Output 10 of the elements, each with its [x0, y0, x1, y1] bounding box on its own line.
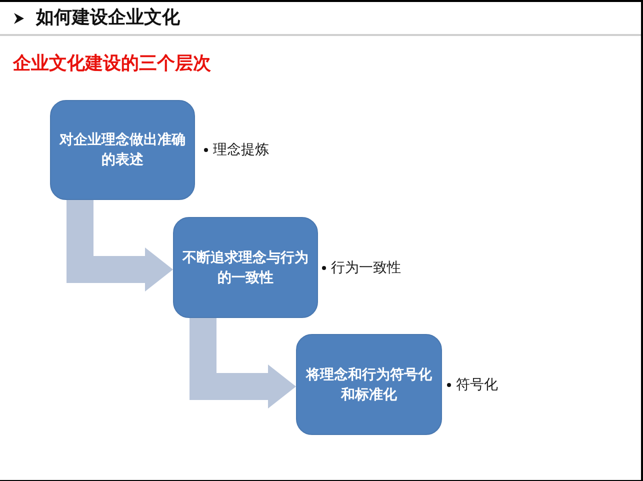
bent-arrow: [190, 318, 296, 408]
box-label: 将理念和行为符号化和标准化: [305, 366, 433, 404]
box-label: 不断追求理念与行为的一致性: [182, 248, 309, 288]
bullet-text: 理念提炼: [213, 141, 269, 159]
bent-arrow: [66, 200, 173, 292]
slide-title: 如何建设企业文化: [36, 6, 180, 30]
bullet-text: 行为一致性: [331, 258, 401, 276]
section-heading: 企业文化建设的三个层次: [13, 52, 211, 76]
bullet-text: 符号化: [456, 376, 498, 394]
box-label: 对企业理念做出准确的表述: [59, 131, 186, 170]
